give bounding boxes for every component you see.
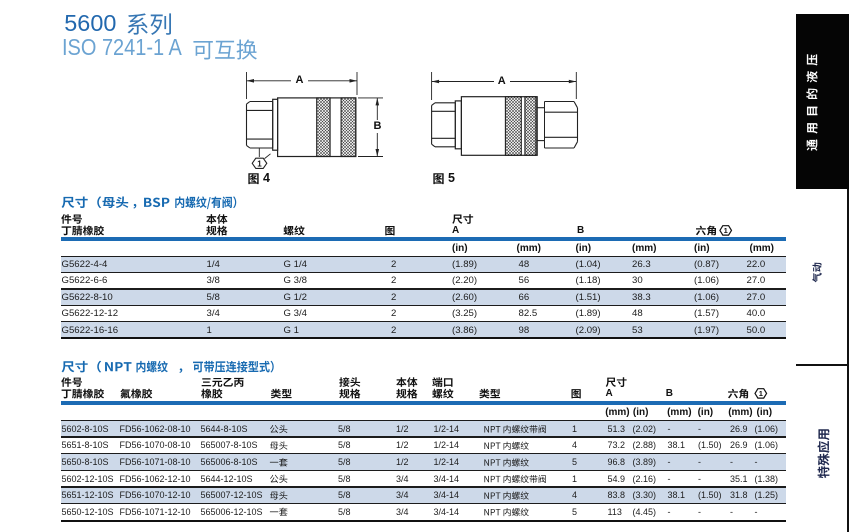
svg-text:1: 1 (759, 389, 763, 398)
svg-text:1: 1 (724, 226, 728, 235)
svg-text:1: 1 (257, 159, 262, 168)
